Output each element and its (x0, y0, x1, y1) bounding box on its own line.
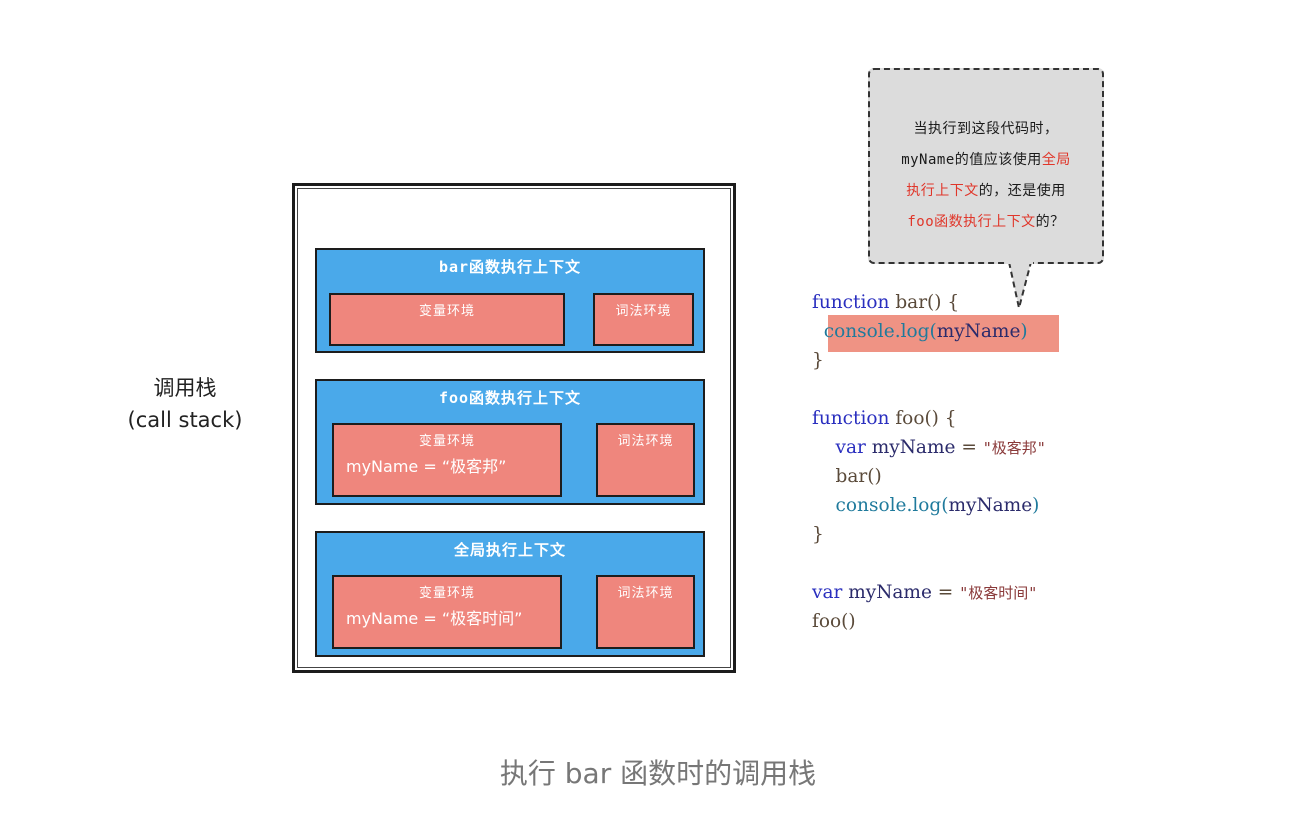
global-execution-context: 全局执行上下文 变量环境 myName = “极客时间” 词法环境 (315, 531, 705, 657)
bubble-emphasis: 执行上下文 (906, 183, 979, 199)
bar-execution-context: bar函数执行上下文 变量环境 词法环境 (315, 248, 705, 353)
code-text: = (931, 582, 960, 603)
code-text: bar() { (889, 292, 960, 313)
code-line: var myName = "极客时间" (812, 578, 1142, 607)
code-identifier: myName (842, 582, 932, 603)
bubble-text-span: 的？ (1035, 214, 1065, 230)
call-stack-label-zh: 调用栈 (153, 376, 217, 400)
bubble-emphasis: 全局 (1041, 152, 1071, 168)
call-stack-label: 调用栈 (call stack) (120, 372, 250, 436)
code-text: = (955, 437, 983, 458)
code-text: ) (1032, 495, 1040, 516)
code-line: function bar() { (812, 288, 1142, 317)
code-line: } (812, 346, 1142, 375)
code-text: } (812, 524, 824, 545)
code-keyword: var (835, 437, 866, 458)
code-line-highlighted: console.log(myName) (812, 317, 1142, 346)
context-title: foo函数执行上下文 (438, 389, 582, 407)
code-line: var myName = "极客邦" (812, 433, 1142, 462)
figure-caption: 执行 bar 函数时的调用栈 (499, 757, 817, 790)
code-text: } (812, 350, 824, 371)
variable-environment: 变量环境 myName = “极客时间” (332, 575, 562, 649)
code-text: bar() (835, 466, 882, 487)
code-keyword: var (812, 582, 843, 603)
code-line-blank (812, 375, 1142, 404)
code-method: .log( (894, 321, 937, 342)
bubble-line: foo函数执行上下文的？ (870, 207, 1102, 238)
bubble-tail (1007, 260, 1033, 309)
variable-value: myName = “极客时间” (346, 609, 523, 628)
variable-environment: 变量环境 myName = “极客邦” (332, 423, 562, 497)
code-text: ) (1020, 321, 1028, 342)
env-title: 变量环境 (418, 304, 475, 319)
code-object: console (823, 321, 895, 342)
env-title: 词法环境 (617, 434, 674, 449)
code-object: console (835, 495, 907, 516)
code-line: foo() (812, 607, 1142, 636)
context-title: 全局执行上下文 (453, 541, 566, 559)
code-keyword: function (812, 292, 890, 313)
variable-environment: 变量环境 (329, 293, 565, 346)
foo-execution-context: foo函数执行上下文 变量环境 myName = “极客邦” 词法环境 (315, 379, 705, 505)
bubble-text: 当执行到这段代码时， myName的值应该使用全局 执行上下文的，还是使用 fo… (870, 114, 1102, 238)
bubble-text-span: myName的值应该使用 (901, 152, 1042, 168)
lexical-environment: 词法环境 (593, 293, 694, 346)
bubble-line: 执行上下文的，还是使用 (870, 176, 1102, 207)
code-string: "极客邦" (982, 439, 1046, 457)
code-identifier: myName (865, 437, 956, 458)
lexical-environment: 词法环境 (596, 575, 695, 649)
code-string: "极客时间" (959, 584, 1038, 602)
env-title: 变量环境 (418, 586, 475, 601)
code-text: foo() (812, 611, 856, 632)
context-title: bar函数执行上下文 (438, 258, 582, 276)
code-line-blank (812, 549, 1142, 578)
code-method: .log( (906, 495, 949, 516)
code-highlight (828, 315, 1059, 352)
code-keyword: function (812, 408, 890, 429)
code-identifier: myName (936, 321, 1021, 342)
code-identifier: myName (948, 495, 1033, 516)
code-line: console.log(myName) (812, 491, 1142, 520)
bubble-line: myName的值应该使用全局 (870, 145, 1102, 176)
call-stack-label-en: (call stack) (127, 408, 243, 432)
bubble-line: 当执行到这段代码时， (913, 121, 1059, 137)
code-line: } (812, 520, 1142, 549)
code-block: function bar() { console.log(myName) } f… (812, 288, 1142, 636)
question-bubble: 当执行到这段代码时， myName的值应该使用全局 执行上下文的，还是使用 fo… (868, 68, 1104, 264)
lexical-environment: 词法环境 (596, 423, 695, 497)
bubble-emphasis: foo函数执行上下文 (907, 214, 1036, 230)
code-text: foo() { (889, 408, 957, 429)
variable-value: myName = “极客邦” (346, 457, 507, 476)
bubble-text-span: 的，还是使用 (978, 183, 1066, 199)
env-title: 词法环境 (615, 304, 672, 319)
code-line: function foo() { (812, 404, 1142, 433)
code-line: bar() (812, 462, 1142, 491)
env-title: 变量环境 (418, 434, 475, 449)
env-title: 词法环境 (617, 586, 674, 601)
